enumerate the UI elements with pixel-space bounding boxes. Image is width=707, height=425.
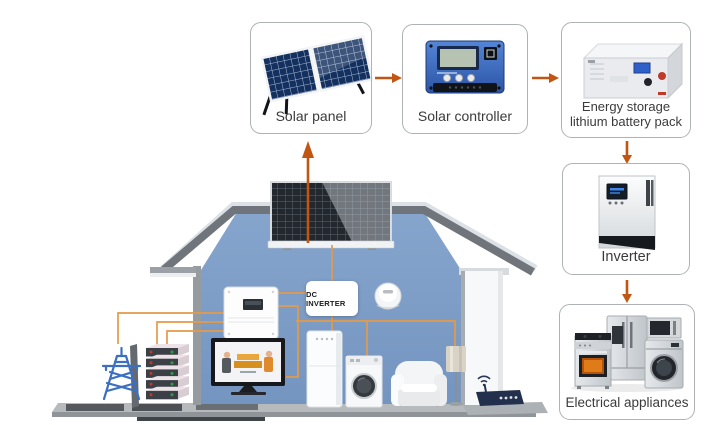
television xyxy=(211,338,285,395)
armchair xyxy=(391,361,447,406)
washing-machine xyxy=(345,355,383,408)
house-wiring xyxy=(117,245,456,378)
dc-inverter-label: DC INVERTER xyxy=(306,289,346,308)
flow-box-label: Inverter xyxy=(601,249,651,266)
wall-inverter xyxy=(223,286,279,345)
solar-controller-photo xyxy=(425,40,505,94)
flow-box-label: Solar panel xyxy=(275,107,347,124)
flow-box-energy-storage: Energy storage lithium battery pack xyxy=(561,22,691,138)
flow-box-label: Solar controller xyxy=(417,107,513,124)
inverter-photo xyxy=(598,175,656,250)
rooftop-solar-panel xyxy=(267,181,395,250)
wifi-router xyxy=(476,375,524,406)
flow-box-label: Energy storage lithium battery pack xyxy=(570,99,682,130)
house-right-wall xyxy=(465,271,503,405)
house-left-wall xyxy=(193,266,201,405)
smoke-detector xyxy=(374,282,402,310)
flow-box-electrical-appliances: Electrical appliances xyxy=(559,304,695,420)
battery-rack xyxy=(146,344,189,400)
flow-box-solar-panel: Solar panel xyxy=(250,22,372,134)
flow-box-label: Electrical appliances xyxy=(565,395,689,411)
flow-box-inverter: Inverter xyxy=(562,163,690,275)
refrigerator xyxy=(306,330,343,408)
battery-pack-photo xyxy=(582,42,684,100)
floor-lamp xyxy=(446,346,466,406)
power-grid-tower-icon xyxy=(101,346,142,401)
dc-inverter-box: DC INVERTER xyxy=(306,281,358,316)
flow-arrows xyxy=(302,73,632,303)
appliances-photo xyxy=(571,315,684,392)
solar-panel-photo xyxy=(260,35,374,116)
flow-box-solar-controller: Solar controller xyxy=(402,24,528,134)
